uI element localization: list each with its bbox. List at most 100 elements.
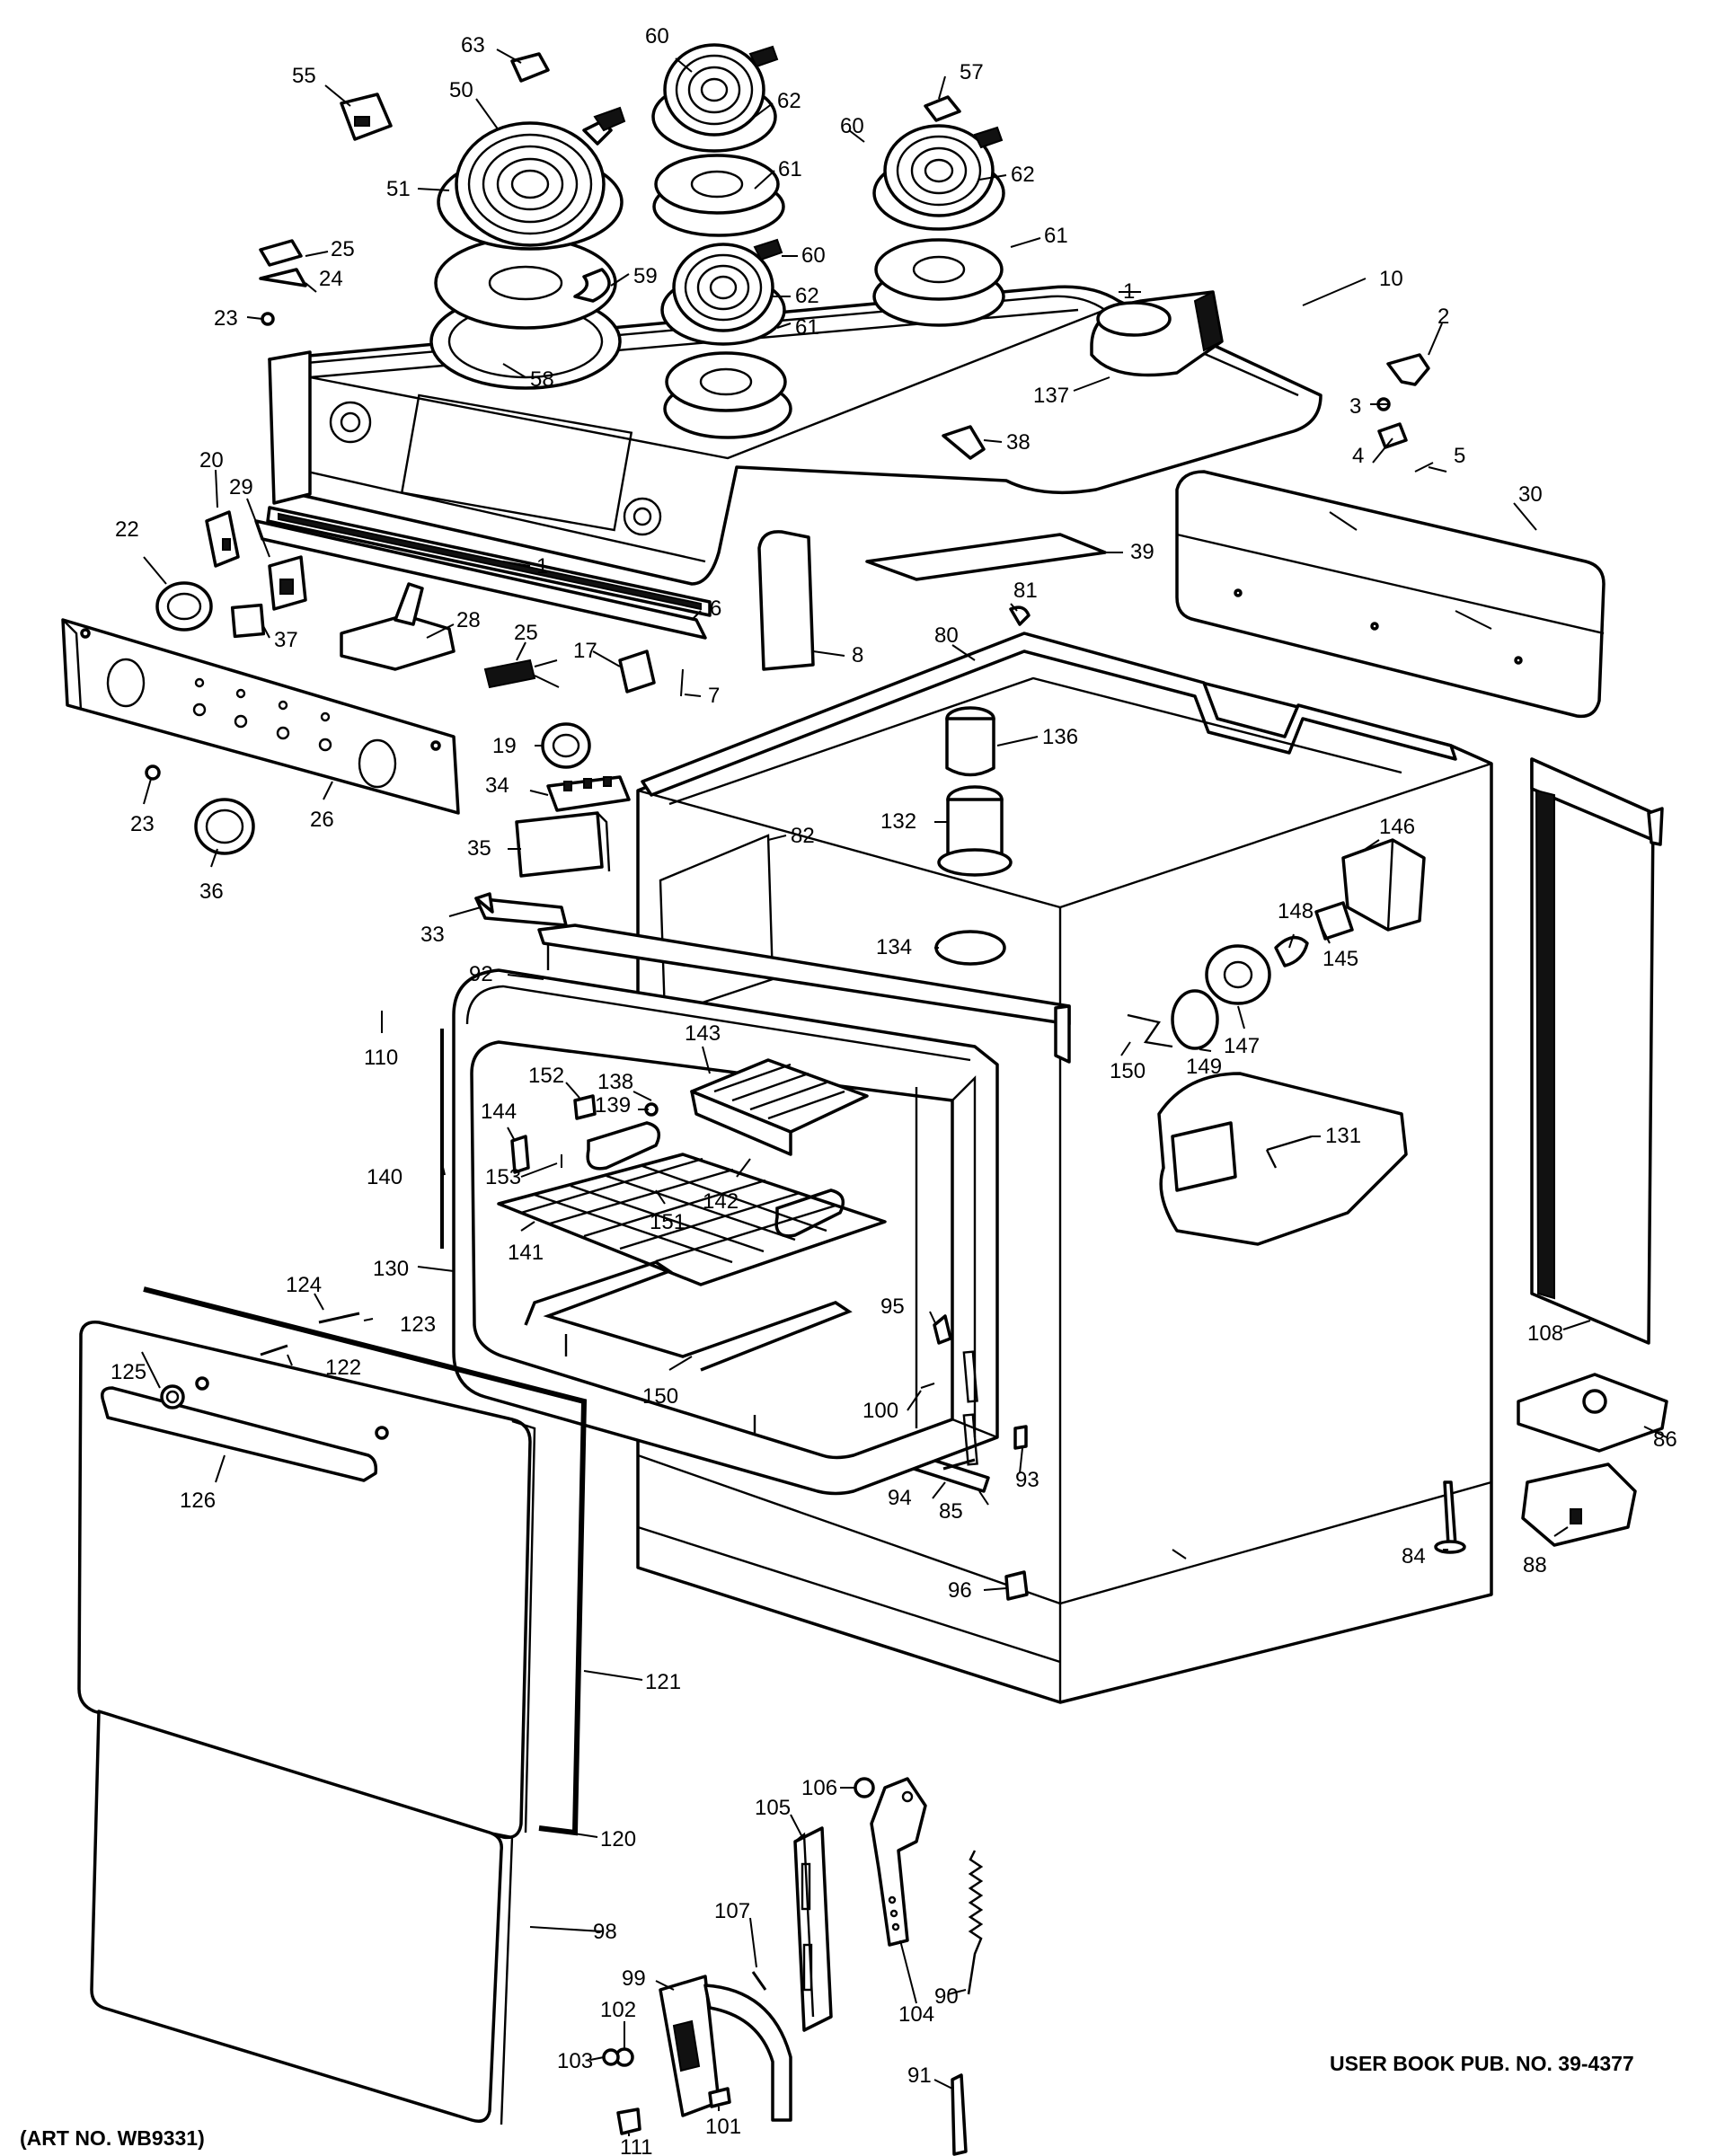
callout-label: 60 [645, 24, 669, 49]
callout-label: 84 [1402, 1544, 1426, 1568]
callout-labels: 63 60 57 55 50 62 60 62 51 61 61 60 25 5… [111, 24, 1677, 2156]
callout-label: 151 [650, 1210, 686, 1234]
callout-label: 108 [1527, 1321, 1563, 1346]
callout-label: 137 [1033, 384, 1069, 408]
callout-label: 85 [939, 1499, 963, 1524]
callout-label: 138 [597, 1070, 633, 1094]
callout-label: 50 [449, 78, 473, 102]
callout-label: 106 [801, 1776, 837, 1800]
callout-label: 61 [1044, 224, 1068, 248]
callout-label: 88 [1523, 1553, 1547, 1577]
callout-label: 62 [1011, 163, 1035, 187]
callout-label: 98 [593, 1920, 617, 1944]
callout-label: 26 [310, 808, 334, 832]
callout-label: 6 [710, 596, 721, 621]
callout-label: 17 [573, 639, 597, 663]
callout-label: 145 [1322, 947, 1358, 971]
callout-label: 103 [557, 2049, 593, 2073]
side-parts [1434, 757, 1668, 1554]
user-book-pub-number: USER BOOK PUB. NO. 39-4377 [1330, 2052, 1634, 2075]
callout-label: 36 [199, 879, 224, 904]
callout-label: 130 [373, 1257, 409, 1281]
callout-label: 120 [600, 1827, 636, 1851]
callout-label: 81 [1013, 579, 1038, 603]
callout-label: 136 [1042, 725, 1078, 749]
callout-label: 143 [685, 1021, 721, 1046]
callout-label: 2 [1438, 305, 1449, 329]
callout-label: 131 [1325, 1124, 1361, 1148]
callout-label: 93 [1015, 1468, 1039, 1492]
callout-label: 58 [530, 367, 554, 392]
callout-label: 30 [1518, 482, 1543, 507]
callout-label: 147 [1224, 1034, 1260, 1058]
callout-label: 111 [620, 2135, 652, 2156]
callout-label: 91 [907, 2063, 932, 2088]
callout-label: 10 [1379, 267, 1403, 291]
callout-label: 63 [461, 33, 485, 57]
callout-label: 150 [1110, 1059, 1146, 1083]
callout-label: 35 [467, 836, 491, 861]
callout-label: 5 [1454, 444, 1465, 468]
callout-label: 59 [633, 264, 658, 288]
callout-label: 33 [420, 923, 445, 947]
callout-label: 7 [708, 684, 720, 708]
callout-label: 124 [286, 1273, 322, 1297]
callout-label: 60 [840, 114, 864, 138]
callout-label: 39 [1130, 540, 1154, 564]
callout-label: 28 [456, 608, 481, 632]
callout-label: 150 [642, 1384, 678, 1409]
callout-label: 23 [214, 306, 238, 331]
callout-label: 8 [852, 643, 863, 667]
callout-label: 20 [199, 448, 224, 473]
callout-label: 125 [111, 1360, 146, 1384]
callout-label: 86 [1653, 1427, 1677, 1452]
callout-label: 22 [115, 517, 139, 542]
callout-label: 29 [229, 475, 253, 499]
callout-label: 142 [703, 1189, 739, 1214]
callout-label: 38 [1006, 430, 1031, 455]
callout-label: 104 [898, 2002, 934, 2027]
callout-label: 82 [791, 824, 815, 848]
callout-label: 121 [645, 1670, 681, 1694]
oven-door [77, 1286, 588, 2125]
callout-label: 61 [795, 315, 819, 340]
callout-label: 152 [528, 1064, 564, 1088]
hinge-parts [602, 1777, 984, 2156]
callout-label: 34 [485, 773, 509, 798]
callout-label: 25 [331, 237, 355, 261]
callout-label: 122 [325, 1356, 361, 1380]
internal-parts [934, 706, 1426, 1050]
control-components [61, 506, 815, 927]
callout-label: 139 [595, 1093, 631, 1118]
callout-label: 4 [1352, 444, 1364, 468]
callout-label: 1 [536, 554, 548, 579]
callout-label: 80 [934, 623, 959, 648]
callout-label: 55 [292, 64, 316, 88]
callout-label: 99 [622, 1966, 646, 1991]
callout-label: 149 [1186, 1055, 1222, 1079]
callout-label: 140 [367, 1165, 402, 1189]
callout-label: 95 [880, 1294, 905, 1319]
small-top-parts [259, 52, 1434, 473]
callout-label: 110 [364, 1046, 398, 1070]
callout-label: 96 [948, 1578, 972, 1603]
callout-label: 123 [400, 1312, 436, 1337]
leader-lines [141, 49, 1668, 2136]
callout-label: 57 [960, 60, 984, 84]
callout-label: 25 [514, 621, 538, 645]
callout-label: 19 [492, 734, 517, 758]
callout-label: 141 [508, 1241, 544, 1265]
callout-label: 134 [876, 935, 912, 959]
callout-label: 105 [755, 1796, 791, 1820]
callout-label: 61 [778, 157, 802, 181]
backsplash [1175, 470, 1606, 719]
callout-label: 23 [130, 812, 155, 836]
callout-label: 107 [714, 1899, 750, 1923]
callout-label: 60 [801, 243, 826, 268]
callout-label: 148 [1278, 899, 1314, 923]
art-number: (ART NO. WB9331) [20, 2126, 205, 2150]
callout-label: 132 [880, 809, 916, 834]
callout-label: 100 [862, 1399, 898, 1423]
callout-label: 62 [777, 89, 801, 113]
